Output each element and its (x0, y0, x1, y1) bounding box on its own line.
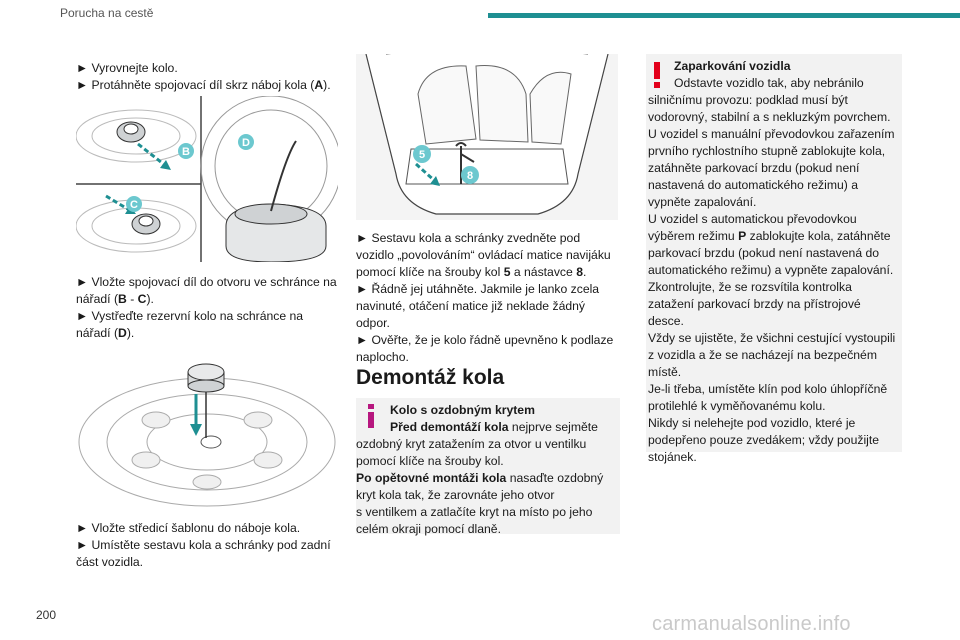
warning-note: Zaparkování vozidla Odstavte vozidlo tak… (646, 54, 902, 464)
col1-text-bottom: ► Vložte středicí šablonu do náboje kola… (76, 521, 331, 569)
info-icon (368, 404, 374, 428)
callout-c: C (130, 199, 138, 211)
callout-8: 8 (467, 170, 473, 182)
section-title: Porucha na cestě (60, 6, 154, 20)
page-number: 200 (36, 608, 57, 622)
warning-title: Zaparkování vozidla (674, 59, 791, 73)
header-accent-bar (488, 13, 960, 18)
note-title: Kolo s ozdobným krytem (390, 403, 535, 417)
figure-spare-wheel-connector: B C D (76, 96, 338, 262)
col2-text-top: ► Sestavu kola a schránky zvedněte pod v… (356, 231, 614, 364)
figure-centering-template (76, 342, 338, 512)
col1-text-top: ► Vyrovnejte kolo. ► Protáhněte spojovac… (76, 61, 331, 92)
section-heading: Demontáž kola (356, 366, 505, 389)
watermark: carmanualsonline.info (652, 613, 851, 635)
callout-b: B (182, 146, 190, 158)
callout-5: 5 (419, 149, 425, 161)
warning-icon (654, 62, 660, 88)
figure-car-rear-winch: 5 8 (356, 54, 618, 220)
info-note: Kolo s ozdobným krytem Před demontáží ko… (356, 398, 620, 536)
callout-d: D (242, 137, 250, 149)
col1-text-mid: ► Vložte spojovací díl do otvoru ve schr… (76, 275, 337, 340)
